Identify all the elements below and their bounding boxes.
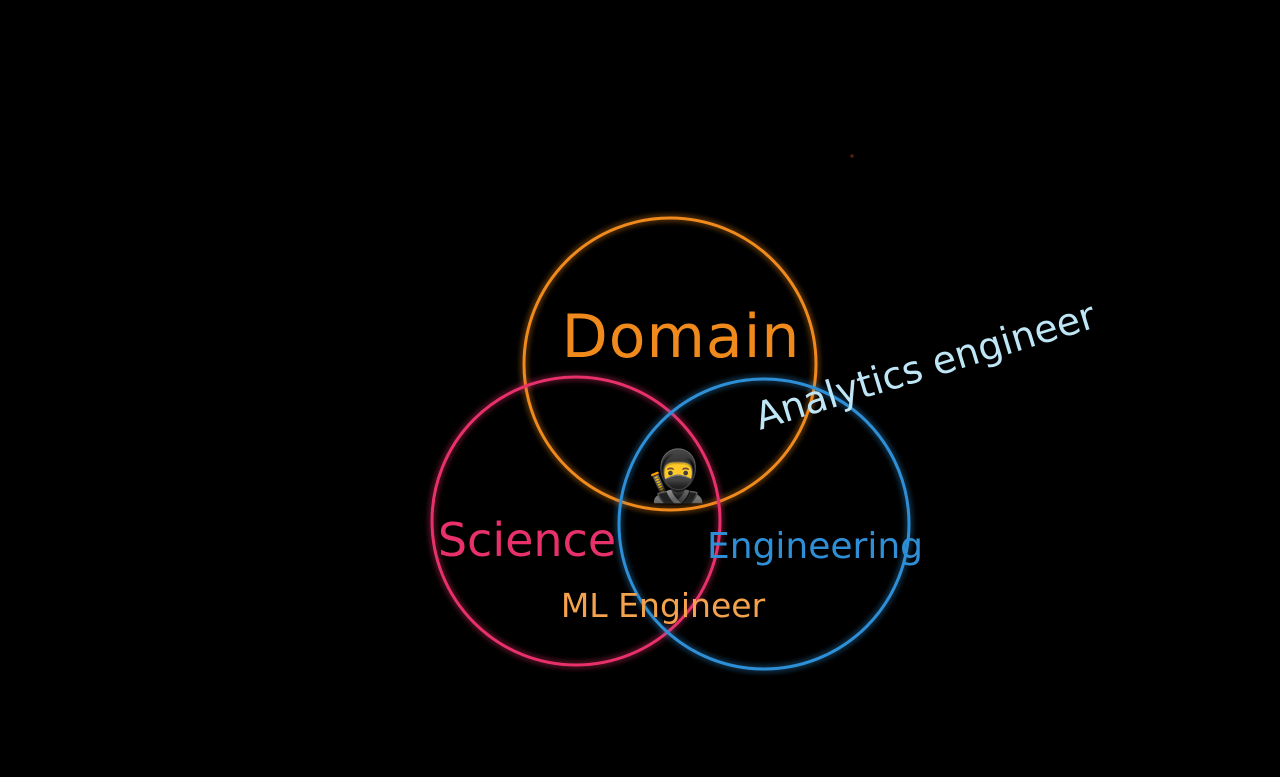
science-circle — [430, 375, 722, 667]
analytics-engineer-label: Analytics engineer — [750, 293, 1101, 438]
science-label: Science — [438, 513, 616, 567]
engineering-circle — [617, 377, 911, 671]
stray-speck — [850, 154, 854, 158]
ninja-icon: 🥷 — [646, 447, 708, 505]
engineering-set — [614, 374, 914, 674]
domain-circle — [522, 216, 818, 512]
ml-engineer-label: ML Engineer — [561, 586, 766, 625]
domain-set — [519, 213, 821, 515]
domain-label: Domain — [562, 302, 801, 372]
engineering-label: Engineering — [707, 526, 923, 567]
science-set — [427, 372, 725, 670]
